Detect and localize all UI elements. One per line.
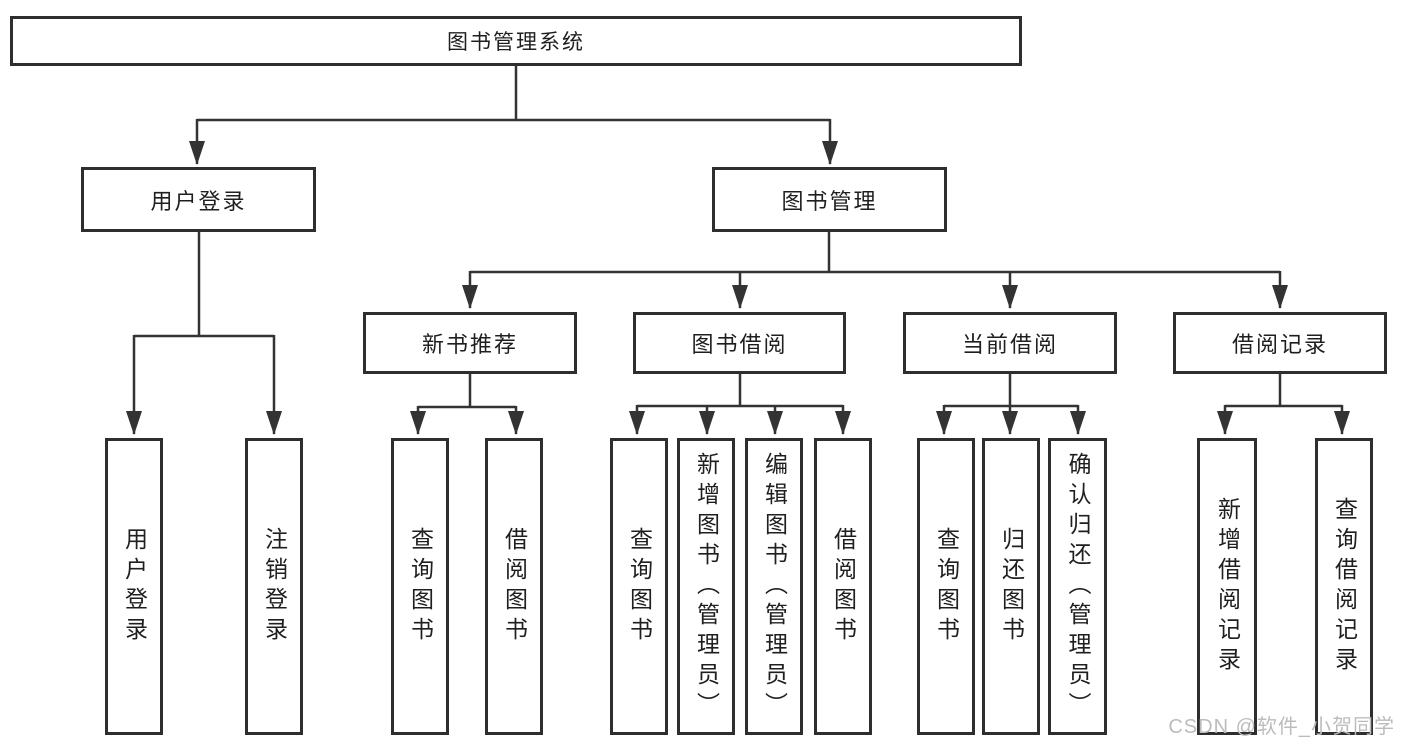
node-borrowing-records: 借阅记录 — [1173, 312, 1387, 374]
leaf-borrow-add-book-admin: 新增图书（管理员） — [677, 438, 735, 735]
leaf-current-confirm-return-admin: 确认归还（管理员） — [1048, 438, 1107, 735]
node-label: 图书管理系统 — [447, 31, 585, 54]
leaf-borrow-borrow-book: 借阅图书 — [814, 438, 872, 735]
leaf-current-query-book: 查询图书 — [917, 438, 975, 735]
node-library-management-system: 图书管理系统 — [10, 16, 1022, 66]
leaf-label: 借阅图书 — [830, 526, 857, 647]
csdn-watermark: CSDN @软件_小贺同学 — [1168, 716, 1395, 738]
leaf-record-add-borrow-record: 新增借阅记录 — [1197, 438, 1257, 735]
leaf-label: 注销登录 — [261, 526, 288, 647]
leaf-recommend-query-book: 查询图书 — [391, 438, 449, 735]
leaf-recommend-borrow-book: 借阅图书 — [485, 438, 543, 735]
leaf-label: 查询图书 — [407, 526, 434, 647]
leaf-label: 用户登录 — [121, 526, 148, 647]
node-book-management: 图书管理 — [712, 167, 947, 232]
node-new-book-recommendation: 新书推荐 — [363, 312, 577, 374]
leaf-label: 确认归还（管理员） — [1065, 451, 1091, 722]
node-label: 当前借阅 — [961, 332, 1058, 357]
leaf-label: 编辑图书（管理员） — [761, 451, 788, 722]
leaf-current-return-book: 归还图书 — [982, 438, 1040, 735]
leaf-label: 查询图书 — [626, 526, 653, 647]
node-label: 用户登录 — [150, 188, 247, 214]
leaf-label: 查询图书 — [933, 526, 960, 647]
leaf-user-login: 用户登录 — [105, 438, 163, 735]
leaf-label: 借阅图书 — [501, 526, 528, 647]
leaf-label: 新增图书（管理员） — [693, 451, 720, 722]
leaf-record-query-borrow-record: 查询借阅记录 — [1315, 438, 1373, 735]
node-book-borrowing: 图书借阅 — [633, 312, 846, 374]
leaf-label: 查询借阅记录 — [1331, 496, 1358, 677]
node-label: 图书管理 — [781, 188, 878, 214]
leaf-logout: 注销登录 — [245, 438, 303, 735]
node-label: 借阅记录 — [1231, 332, 1328, 357]
node-current-borrowing: 当前借阅 — [903, 312, 1117, 374]
leaf-label: 归还图书 — [998, 526, 1025, 647]
node-label: 新书推荐 — [421, 332, 518, 357]
leaf-label: 新增借阅记录 — [1214, 496, 1241, 677]
node-user-login: 用户登录 — [81, 167, 316, 232]
node-label: 图书借阅 — [691, 332, 788, 357]
leaf-borrow-query-book: 查询图书 — [610, 438, 668, 735]
leaf-borrow-edit-book-admin: 编辑图书（管理员） — [745, 438, 803, 735]
